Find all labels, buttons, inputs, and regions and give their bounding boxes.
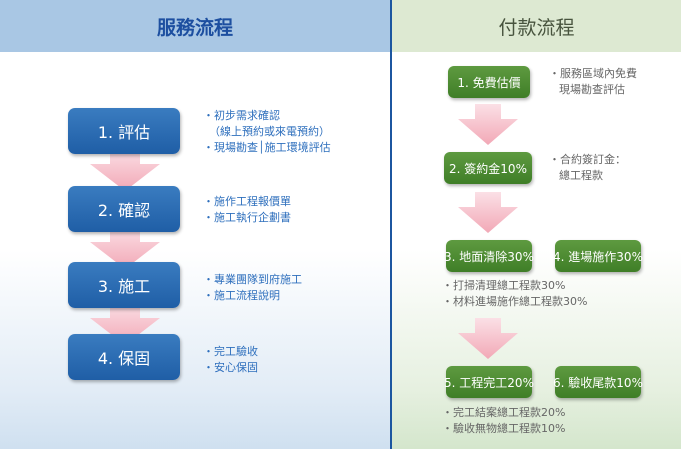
note-line: ・驗收無物總工程款10% [442,422,566,435]
payment-step-clear-floor: 3. 地面清除30% [444,240,534,272]
service-step-2-notes: ・施作工程報價單 ・施工執行企劃書 [203,194,291,226]
service-flow-title: 服務流程 [0,0,390,52]
payment-note-progress: ・打掃清理總工程款30% ・材料進場施作總工程款30% [442,278,587,310]
service-step-construct: 3. 施工 [68,262,180,308]
note-line: ・施作工程報價單 [203,195,291,208]
note-line: 總工程款 [559,169,603,182]
panel-divider [390,0,392,449]
payment-step-final: 6. 驗收尾款10% [553,366,643,398]
note-line: ・合約簽訂金： [549,153,626,166]
note-line: ・完工結案總工程款20% [442,406,566,419]
note-line: ・安心保固 [203,361,258,374]
payment-step-free-quote: 1. 免費估價 [448,66,530,98]
down-arrow-icon [458,104,518,145]
note-line: ・專業團隊到府施工 [203,273,302,286]
payment-note-deposit: ・合約簽訂金： 總工程款 [549,152,626,184]
note-line: ・現場勘查│施工環境評估 [203,141,331,154]
note-line: 現場勘查評估 [559,83,625,96]
payment-note-completion: ・完工結案總工程款20% ・驗收無物總工程款10% [442,405,565,437]
note-line: ・施工執行企劃書 [203,211,291,224]
service-step-evaluate: 1. 評估 [68,108,180,154]
payment-step-install: 4. 進場施作30% [553,240,643,272]
service-flow-panel: 服務流程 1. 評估 2. 確認 3. 施工 4. 保固 ・初步需求確認 （線上… [0,0,390,449]
service-step-1-notes: ・初步需求確認 （線上預約或來電預約） ・現場勘查│施工環境評估 [203,108,331,156]
note-line: （線上預約或來電預約） [209,125,330,138]
note-line: ・初步需求確認 [203,109,280,122]
note-line: ・材料進場施作總工程款30% [442,295,588,308]
down-arrow-icon [458,192,518,233]
payment-flow-title: 付款流程 [392,0,681,52]
payment-note-quote: ・服務區域內免費 現場勘查評估 [549,66,637,98]
down-arrow-icon [90,148,160,191]
service-step-4-notes: ・完工驗收 ・安心保固 [203,344,258,376]
service-step-confirm: 2. 確認 [68,186,180,232]
payment-flow-panel: 付款流程 1. 免費估價 2. 簽約金10% 3. 地面清除30% 4. 進場施… [392,0,681,449]
payment-step-deposit: 2. 簽約金10% [444,152,532,184]
down-arrow-icon [90,226,160,269]
note-line: ・打掃清理總工程款30% [442,279,566,292]
note-line: ・完工驗收 [203,345,258,358]
down-arrow-icon [90,302,160,345]
note-line: ・施工流程說明 [203,289,280,302]
service-step-3-notes: ・專業團隊到府施工 ・施工流程說明 [203,272,302,304]
service-step-warranty: 4. 保固 [68,334,180,380]
note-line: ・服務區域內免費 [549,67,637,80]
down-arrow-icon [458,318,518,359]
payment-step-completion: 5. 工程完工20% [444,366,534,398]
